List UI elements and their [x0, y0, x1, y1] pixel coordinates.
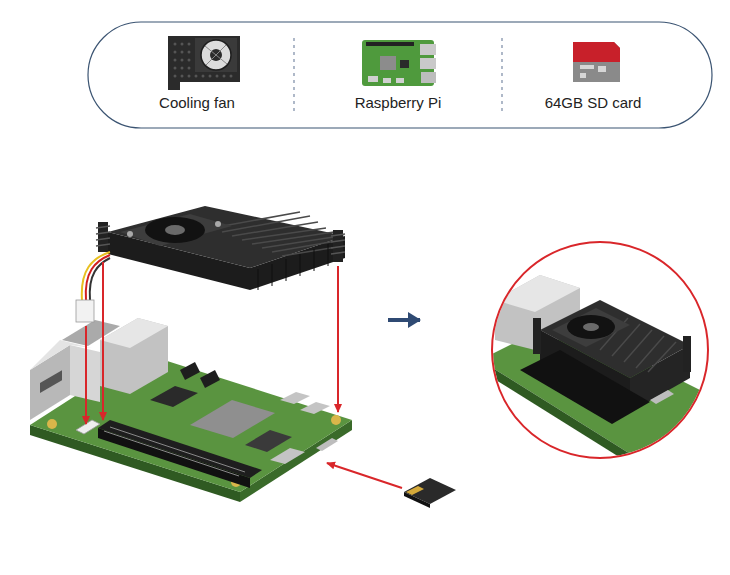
inset-frame — [492, 242, 708, 458]
cooling-fan-icon — [168, 36, 240, 90]
assembly-arrows — [86, 262, 402, 488]
raspberry-pi-icon — [362, 40, 436, 86]
sd-card-icon — [573, 42, 620, 82]
raspberry-pi-board — [30, 318, 352, 502]
part-label: 64GB SD card — [545, 94, 642, 112]
sd-card — [404, 478, 456, 508]
parts-panel — [88, 22, 712, 128]
assembled-inset — [480, 240, 720, 470]
part-label: Raspberry Pi — [355, 94, 442, 112]
cooling-fan-heatsink — [76, 206, 345, 322]
result-arrow — [388, 318, 420, 322]
part-label: Cooling fan — [159, 94, 235, 112]
